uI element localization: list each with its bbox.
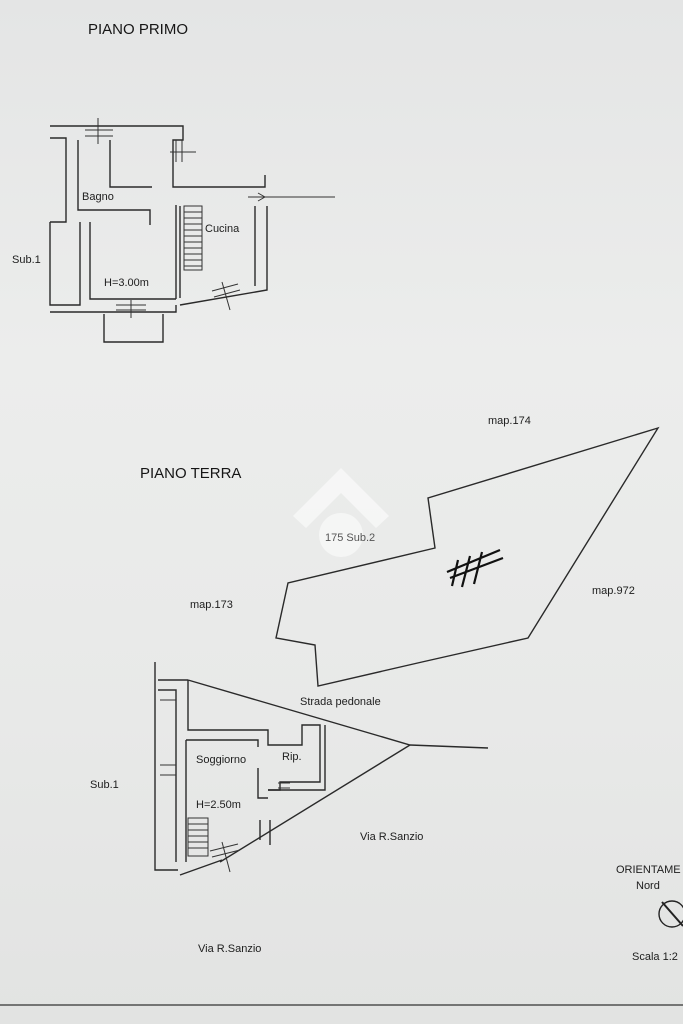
orientation-label: ORIENTAME — [616, 864, 681, 876]
watermark-house-icon — [293, 468, 389, 557]
scale-label: Scala 1:2 — [632, 951, 678, 963]
stairs-first-floor — [183, 205, 203, 271]
label-via-sanzio-lower: Via R.Sanzio — [198, 943, 261, 955]
parcel-outline — [275, 426, 660, 687]
height-label-ground-floor: H=2.50m — [196, 799, 241, 811]
height-label-first-floor: H=3.00m — [104, 277, 149, 289]
room-label-cucina: Cucina — [205, 223, 240, 235]
ground-floor-plan — [154, 662, 489, 876]
room-label-bagno: Bagno — [82, 191, 114, 203]
sub1-label-first-floor: Sub.1 — [12, 254, 41, 266]
parcel-hatch-icon — [446, 548, 504, 588]
room-label-soggiorno: Soggiorno — [196, 754, 246, 766]
stairs-ground-floor — [187, 817, 209, 857]
label-strada-pedonale: Strada pedonale — [300, 696, 381, 708]
north-label: Nord — [636, 880, 660, 892]
heading-piano-terra: PIANO TERRA — [140, 465, 241, 482]
label-via-sanzio-upper: Via R.Sanzio — [360, 831, 423, 843]
north-arrow-icon — [658, 900, 683, 928]
label-map-972: map.972 — [592, 585, 635, 597]
label-map-173: map.173 — [190, 599, 233, 611]
heading-piano-primo: PIANO PRIMO — [88, 21, 188, 38]
room-label-rip: Rip. — [282, 751, 302, 763]
watermark-label: 175 Sub.2 — [325, 532, 375, 544]
sub1-label-ground-floor: Sub.1 — [90, 779, 119, 791]
label-map-174: map.174 — [488, 415, 531, 427]
first-floor-plan — [49, 118, 335, 343]
